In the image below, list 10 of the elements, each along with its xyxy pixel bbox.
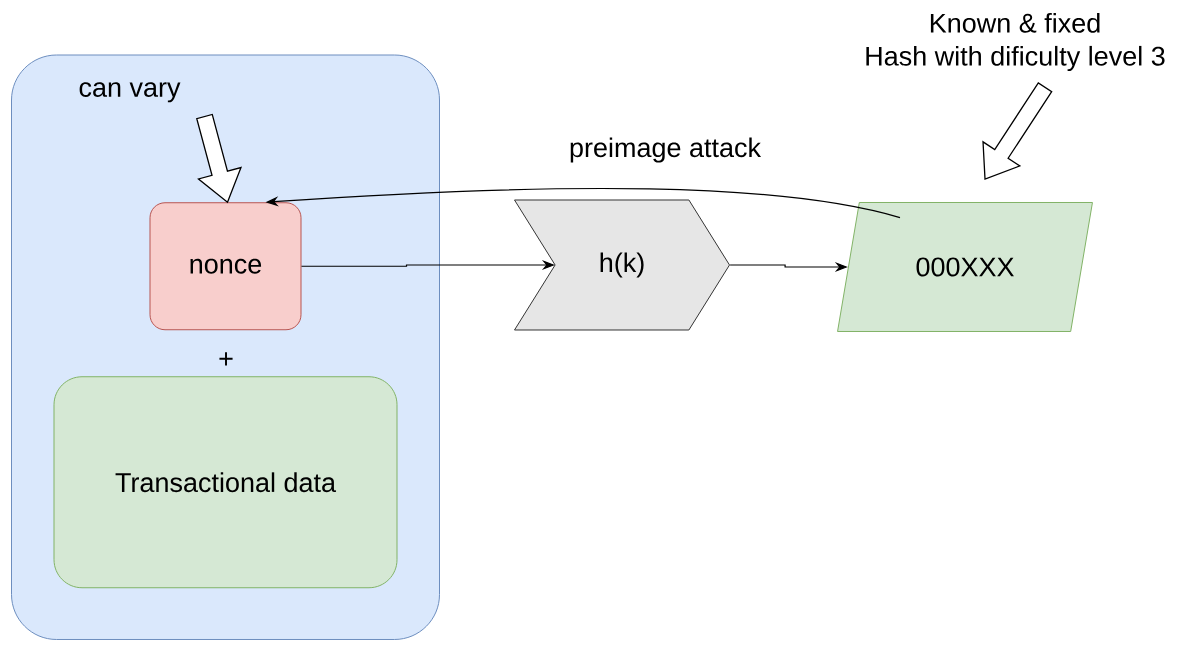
data-parallelogram: 000XXX xyxy=(837,202,1093,332)
hash-chevron: h(k) xyxy=(514,199,730,331)
data-box: Transactional data xyxy=(53,376,398,589)
block-arrow xyxy=(196,113,243,204)
process-box: nonce xyxy=(149,202,302,331)
edge-label: preimage attack xyxy=(566,135,764,165)
annotation-text: Known & fixed Hash with dificulty level 3 xyxy=(866,12,1165,72)
block-arrow xyxy=(982,82,1053,180)
plus-sign: + xyxy=(219,352,233,366)
annotation-text: can vary xyxy=(79,82,181,103)
